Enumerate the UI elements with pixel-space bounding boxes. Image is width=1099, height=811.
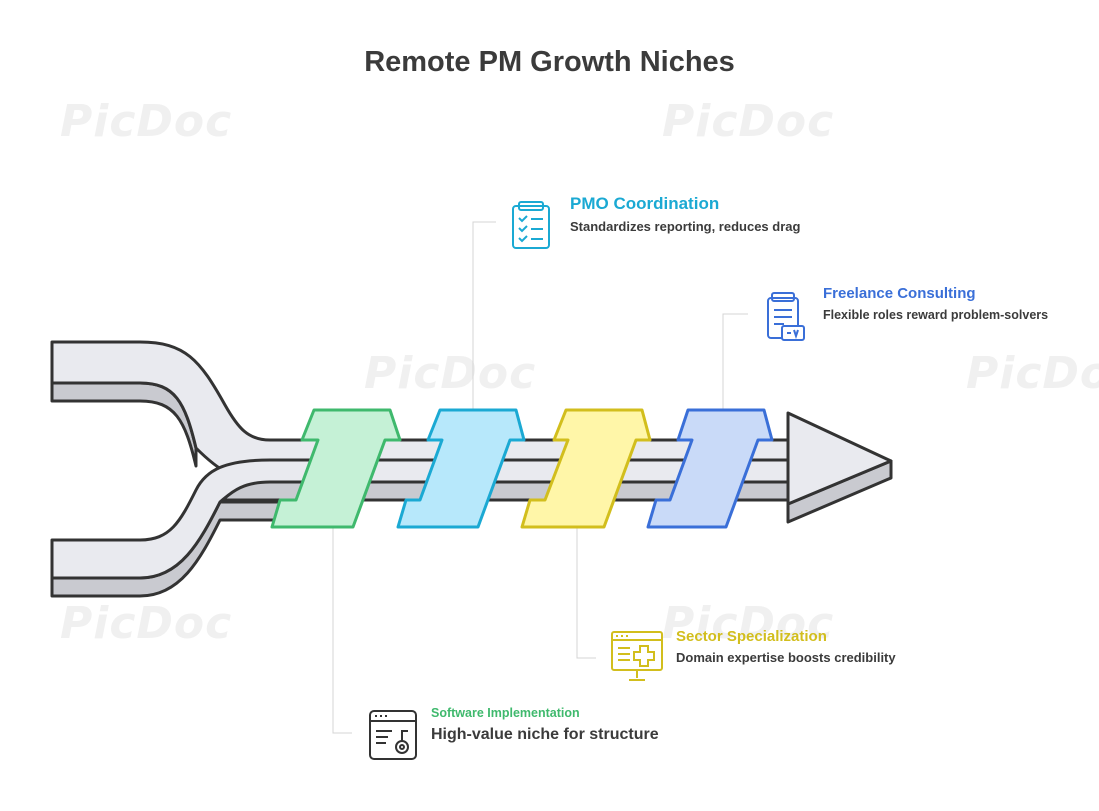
connector-lines	[332, 221, 748, 734]
band-software	[270, 408, 402, 529]
software-install-icon	[368, 709, 418, 761]
niche-desc-software: High-value niche for structure	[431, 726, 659, 743]
connector-sector	[576, 527, 596, 659]
niche-desc-freelance: Flexible roles reward problem-solvers	[823, 308, 1049, 322]
monitor-medical-icon	[610, 630, 664, 684]
watermark: PicDoc	[662, 598, 835, 649]
watermark: PicDoc	[966, 348, 1099, 399]
band-pmo	[396, 408, 526, 529]
watermark: PicDoc	[60, 96, 233, 147]
niche-title-freelance: Freelance Consulting	[823, 285, 976, 302]
watermark: PicDoc	[662, 96, 835, 147]
connector-pmo	[472, 221, 496, 410]
niche-desc-pmo: Standardizes reporting, reduces drag	[570, 219, 801, 234]
connector-software	[332, 527, 352, 734]
cv-document-icon	[760, 290, 808, 344]
watermark: PicDoc	[60, 598, 233, 649]
niche-title-sector: Sector Specialization	[676, 628, 827, 645]
niche-desc-sector: Domain expertise boosts credibility	[676, 650, 896, 665]
band-freelance	[646, 408, 774, 529]
checklist-clipboard-icon	[507, 198, 555, 252]
diagram-title: Remote PM Growth Niches	[364, 46, 735, 78]
connector-freelance	[722, 313, 748, 410]
watermark: PicDoc	[364, 348, 537, 399]
niche-title-pmo: PMO Coordination	[570, 194, 720, 213]
niche-title-software: Software Implementation	[431, 706, 580, 720]
band-sector	[520, 408, 652, 529]
